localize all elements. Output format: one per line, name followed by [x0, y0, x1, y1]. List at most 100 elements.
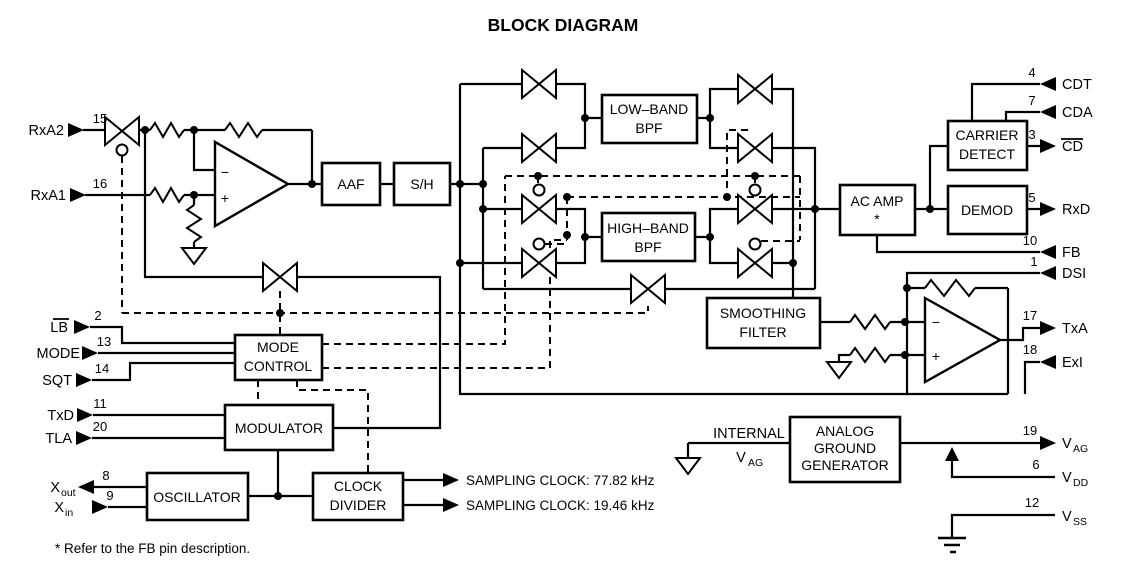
- pin-dsi: DSI 1: [1030, 254, 1086, 282]
- pin-number: 20: [93, 419, 107, 434]
- arrow-up-icon: [945, 447, 959, 461]
- pin-mode: MODE 13: [37, 334, 112, 362]
- block-clock-divider: CLOCK DIVIDER: [311, 471, 405, 522]
- block-outline: [392, 161, 452, 207]
- pin-number: 18: [1023, 342, 1037, 357]
- pin-cda: CDA 7: [1028, 93, 1093, 121]
- block-outline: [223, 403, 335, 452]
- pin-number: 8: [102, 468, 109, 483]
- opamp-minus-sign: −: [221, 164, 229, 180]
- block-outline: [145, 471, 250, 522]
- pin-label: TxA: [1062, 321, 1088, 337]
- switch-icon: [104, 114, 140, 157]
- pin-xin: X in 9: [54, 488, 113, 519]
- output-opamp: − +: [923, 295, 1003, 385]
- block-label: MODE: [257, 339, 299, 355]
- switch-icon: [521, 183, 557, 226]
- pin-number: 15: [93, 111, 107, 126]
- opamp-plus-sign: +: [221, 190, 229, 206]
- footnote: * Refer to the FB pin description.: [55, 541, 250, 556]
- block-outline: [705, 296, 822, 350]
- arrow-right-icon: [77, 408, 93, 422]
- pin-rxa1: RxA1 16: [31, 176, 108, 204]
- pin-label-subscript: AG: [1073, 443, 1088, 455]
- block-label: GENERATOR: [801, 457, 888, 473]
- pin-rxa2: RxA2 15: [29, 111, 108, 139]
- pin-label: FB: [1062, 245, 1081, 261]
- junction-dot: [276, 309, 284, 317]
- pin-number: 3: [1028, 127, 1035, 142]
- switch-icon: [737, 183, 773, 226]
- pin-label: X: [54, 500, 64, 516]
- internal-label: INTERNAL: [713, 426, 785, 442]
- block-smoothing-filter: SMOOTHING FILTER: [705, 296, 822, 350]
- pin-lb: LB 2: [50, 308, 101, 336]
- block-outline: [838, 183, 917, 237]
- block-label: LOW–BAND: [610, 101, 689, 117]
- block-label: BPF: [634, 239, 661, 255]
- resistor-icon: [185, 204, 203, 243]
- junction-dot: [563, 231, 571, 239]
- arrow-left-icon: [1040, 77, 1056, 91]
- pin-label-subscript: SS: [1073, 516, 1087, 528]
- block-outline: [946, 184, 1029, 236]
- block-label: S/H: [410, 176, 433, 192]
- pin-label: CDT: [1062, 77, 1092, 93]
- pin-vss: V SS 12: [1025, 495, 1087, 528]
- arrow-right-icon: [443, 498, 459, 512]
- junction-dot: [903, 284, 911, 292]
- pin-label: RxA1: [31, 188, 66, 204]
- sampling-clock-label: SAMPLING CLOCK: 77.82 kHz: [466, 473, 655, 488]
- pin-number: 14: [95, 361, 109, 376]
- block-outline: [946, 119, 1029, 172]
- opamp-triangle-icon: [923, 295, 1003, 385]
- switch-icon: [737, 131, 773, 165]
- block-label: GROUND: [814, 440, 876, 456]
- block-aaf: AAF: [320, 161, 382, 207]
- arrow-right-icon: [1040, 202, 1056, 216]
- pin-vag: V AG 19: [1023, 423, 1088, 455]
- opamp-minus-sign: −: [932, 314, 940, 330]
- internal-vag-label: INTERNAL V AG: [713, 426, 785, 469]
- resistor-icon: [224, 121, 263, 139]
- opamp-plus-sign: +: [932, 348, 940, 364]
- junction-dot: [274, 492, 282, 500]
- pin-label: X: [50, 480, 60, 496]
- pin-tla: TLA 20: [45, 419, 107, 447]
- pin-label: CD: [1062, 139, 1083, 155]
- dashed-wire: [121, 129, 801, 473]
- block-asterisk: *: [874, 211, 880, 227]
- vag-label-subscript: AG: [748, 457, 763, 469]
- arrow-right-icon: [76, 373, 92, 387]
- pin-label: DSI: [1062, 266, 1086, 282]
- sampling-clock-outputs: SAMPLING CLOCK: 77.82 kHz SAMPLING CLOCK…: [443, 473, 655, 513]
- block-label: FILTER: [739, 324, 786, 340]
- pin-number: 19: [1023, 423, 1037, 438]
- pin-fb: FB 10: [1023, 233, 1081, 261]
- control-dash-wires: [121, 129, 801, 473]
- block-ac-amp: AC AMP *: [838, 183, 917, 237]
- pin-number: 4: [1028, 65, 1035, 80]
- resistor-icon: [149, 185, 185, 205]
- junction-dot: [751, 172, 759, 180]
- block-label: HIGH–BAND: [607, 220, 689, 236]
- arrow-right-icon: [1040, 436, 1056, 450]
- resistors: [149, 120, 976, 364]
- pin-vdd: V DD 6: [945, 447, 1089, 489]
- junction-dot: [534, 172, 542, 180]
- pin-label: MODE: [37, 346, 81, 362]
- block-carrier-detect: CARRIER DETECT: [946, 119, 1029, 172]
- block-outline: [788, 415, 902, 484]
- block-low-band-bpf: LOW–BAND BPF: [600, 93, 699, 145]
- block-label: AC AMP: [851, 193, 904, 209]
- ground-symbols: [180, 247, 966, 554]
- block-label: DEMOD: [961, 202, 1013, 218]
- junction-dot: [308, 180, 316, 188]
- block-label: SMOOTHING: [720, 305, 806, 321]
- junction-dot: [789, 259, 797, 267]
- block-oscillator: OSCILLATOR: [145, 471, 250, 522]
- junction-dot: [901, 318, 909, 326]
- arrow-right-icon: [74, 320, 90, 334]
- pin-number: 2: [94, 308, 101, 323]
